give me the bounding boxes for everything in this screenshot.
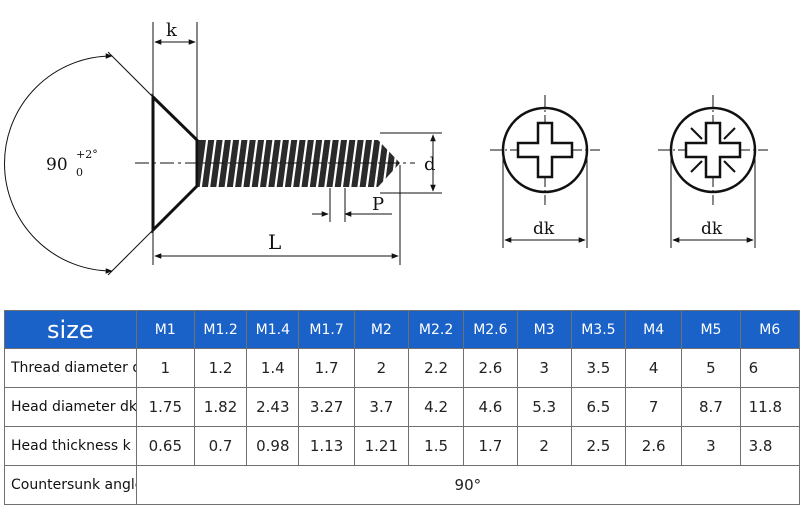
screw-side-view [4,22,442,276]
table-cell: 1.5 [407,426,465,466]
row-label: Head thickness k [4,426,137,466]
table-cell: 4.2 [407,387,465,427]
table-cell: 6.5 [570,387,627,427]
table-cell: 1.75 [135,387,195,427]
phillips-cross [516,121,574,179]
countersunk-angle-value: 90° [135,465,800,505]
table-cell: 2.5 [570,426,627,466]
table-cell: 2.6 [625,426,683,466]
pozidriv-cross [684,121,742,179]
table-cell: 1.82 [193,387,248,427]
size-column-header: M1.2 [193,310,248,349]
dimension-d [380,132,442,194]
label-angle-lower: 0 [76,166,83,179]
table-cell: 6 [739,348,800,388]
dimension-k [152,22,198,138]
table-cell: 3.7 [353,387,409,427]
size-column-header: M4 [625,310,683,349]
table-cell: 1.21 [353,426,409,466]
dimension-angle [4,51,154,276]
table-cell: 11.8 [739,387,800,427]
table-cell: 2 [516,426,572,466]
table-cell: 1.13 [298,426,355,466]
label-k: k [166,20,178,41]
table-cell: 3.8 [739,426,800,466]
table-cell: 0.98 [246,426,300,466]
label-p: P [372,194,384,215]
table-cell: 5 [681,348,741,388]
table-cell: 3.27 [298,387,355,427]
dimension-l [152,165,401,265]
size-column-header: M5 [681,310,741,349]
phillips-head-view [490,95,600,248]
table-cell: 3.5 [570,348,627,388]
table-cell: 3 [681,426,741,466]
row-label: Head diameter dk [4,387,137,427]
table-cell: 0.7 [193,426,248,466]
table-cell: 1.7 [463,426,518,466]
size-column-header: M1 [135,310,195,349]
table-cell: 8.7 [681,387,741,427]
table-cell: 2.43 [246,387,300,427]
label-d: d [424,154,436,175]
label-angle: 90 [46,155,68,175]
table-cell: 1.7 [298,348,355,388]
table-cell: 2.6 [463,348,518,388]
size-column-header: M1.4 [246,310,300,349]
table-cell: 7 [625,387,683,427]
label-angle-upper: +2° [76,148,98,161]
row-label: Thread diameter d [4,348,137,388]
size-column-header: M2 [353,310,409,349]
table-cell: 3 [516,348,572,388]
row-label: Countersunk angle [4,465,137,505]
table-cell: 4 [625,348,683,388]
table-cell: 0.65 [135,426,195,466]
size-column-header: M2.2 [407,310,465,349]
table-cell: 1 [135,348,195,388]
table-cell: 2 [353,348,409,388]
label-dk-pozidriv: dk [701,219,723,239]
size-column-header: M6 [739,310,800,349]
table-cell: 1.4 [246,348,300,388]
table-cell: 5.3 [516,387,572,427]
size-column-header: M3.5 [570,310,627,349]
size-column-header: M3 [516,310,572,349]
pozidriv-head-view [658,95,768,248]
size-header: size [4,310,137,349]
table-cell: 4.6 [463,387,518,427]
size-column-header: M2.6 [463,310,518,349]
table-cell: 2.2 [407,348,465,388]
dimension-p [312,188,392,222]
table-cell: 1.2 [193,348,248,388]
size-column-header: M1.7 [298,310,355,349]
screw-technical-drawing: k d P L 90 +2° 0 dk dk [4,20,768,276]
label-l: L [268,230,281,254]
label-dk-phillips: dk [533,219,555,239]
pozidriv-ticks [690,127,736,173]
